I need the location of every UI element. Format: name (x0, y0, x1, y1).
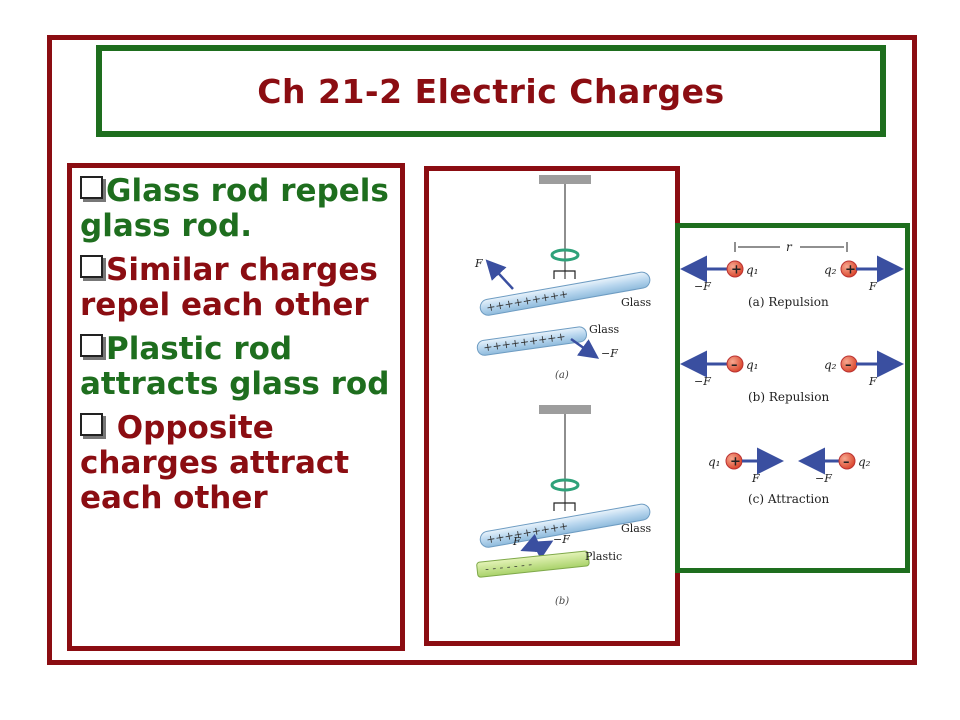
negative-charge-q1-b (726, 355, 744, 373)
charges-figure: r + q₁ q₂ + −F F (a) Repulsion – q₁ q₂ –… (680, 240, 904, 506)
rods-figure-panel: +++++++++ Glass F +++++++++ Glass −F (a)… (424, 166, 680, 646)
label-neg-force-a: −F (601, 347, 618, 360)
checkbox-bullet-icon (80, 413, 103, 436)
positive-charge-q1-a (726, 260, 744, 278)
rods-figure: +++++++++ Glass F +++++++++ Glass −F (a)… (474, 175, 652, 607)
caption-attraction: (c) Attraction (748, 492, 829, 506)
force-arrow-up-a (485, 259, 514, 290)
checkbox-bullet-icon (80, 334, 103, 357)
ceiling-mount-a (539, 175, 591, 184)
plus-icon: + (730, 455, 741, 470)
label-force-a: F (474, 257, 483, 270)
label-q1-c: q₁ (708, 455, 721, 469)
slide-title: Ch 21-2 Electric Charges (257, 71, 725, 111)
checkbox-bullet-icon (80, 176, 103, 199)
negative-charge-q2-c (838, 452, 856, 470)
stirrup-b (553, 502, 576, 511)
label-q2-c: q₂ (858, 455, 871, 469)
label-glass-b: Glass (621, 522, 652, 535)
plastic-rod-b: - - - - - - - (476, 550, 590, 578)
plus-icon: + (731, 263, 742, 278)
caption-repulsion-a: (a) Repulsion (748, 295, 829, 309)
label-q1-b: q₁ (746, 358, 759, 372)
force-arrow-left-b (520, 533, 543, 553)
label-force-row-c: F (751, 472, 760, 485)
checkbox-bullet-icon (80, 255, 103, 278)
force-arrow-right-b (531, 540, 554, 560)
label-q2-a: q₂ (824, 263, 837, 277)
svg-text:+++++++++: +++++++++ (485, 287, 569, 314)
caption-a: (a) (555, 370, 569, 381)
stirrup-a (553, 270, 576, 279)
plus-icon: + (845, 263, 856, 278)
caption-repulsion-b: (b) Repulsion (748, 390, 829, 404)
caption-b: (b) (555, 596, 569, 607)
minus-icon: – (843, 455, 850, 470)
bullet-similar-charges: Similar charges repel each other (80, 252, 378, 323)
label-glass-upper-a: Glass (621, 296, 652, 309)
rotation-icon-b (550, 478, 580, 492)
svg-text:+++++++++: +++++++++ (482, 330, 566, 354)
svg-text:- - - - - - -: - - - - - - - (485, 558, 533, 576)
bullet-glass-repels: Glass rod repels glass rod. (80, 173, 389, 244)
label-neg-force-b: −F (553, 533, 570, 546)
label-glass-lower-a: Glass (589, 323, 620, 336)
force-arrow-down-a (570, 337, 600, 359)
label-force-b: F (512, 535, 521, 548)
rotation-icon-a (550, 248, 580, 262)
label-q1-a: q₁ (746, 263, 759, 277)
minus-icon: – (845, 358, 852, 373)
ceiling-mount-b (539, 405, 591, 414)
label-plastic-b: Plastic (585, 550, 622, 563)
bullet-opposite-charges: Opposite charges attract each other (80, 410, 350, 516)
title-box: Ch 21-2 Electric Charges (96, 45, 886, 137)
label-distance-r: r (786, 240, 793, 254)
bullet-plastic-attracts: Plastic rod attracts glass rod (80, 331, 390, 402)
label-force-row-a: F (868, 280, 877, 293)
minus-icon: – (731, 358, 738, 373)
charges-figure-panel: r + q₁ q₂ + −F F (a) Repulsion – q₁ q₂ –… (675, 223, 910, 573)
label-neg-force-row-b: −F (694, 375, 711, 388)
glass-rod-lower-a: +++++++++ (476, 326, 588, 356)
label-neg-force-row-c: −F (815, 472, 832, 485)
label-force-row-b: F (868, 375, 877, 388)
label-q2-b: q₂ (824, 358, 837, 372)
bullet-panel: Glass rod repels glass rod. Similar char… (67, 163, 405, 651)
label-neg-force-row-a: −F (694, 280, 711, 293)
